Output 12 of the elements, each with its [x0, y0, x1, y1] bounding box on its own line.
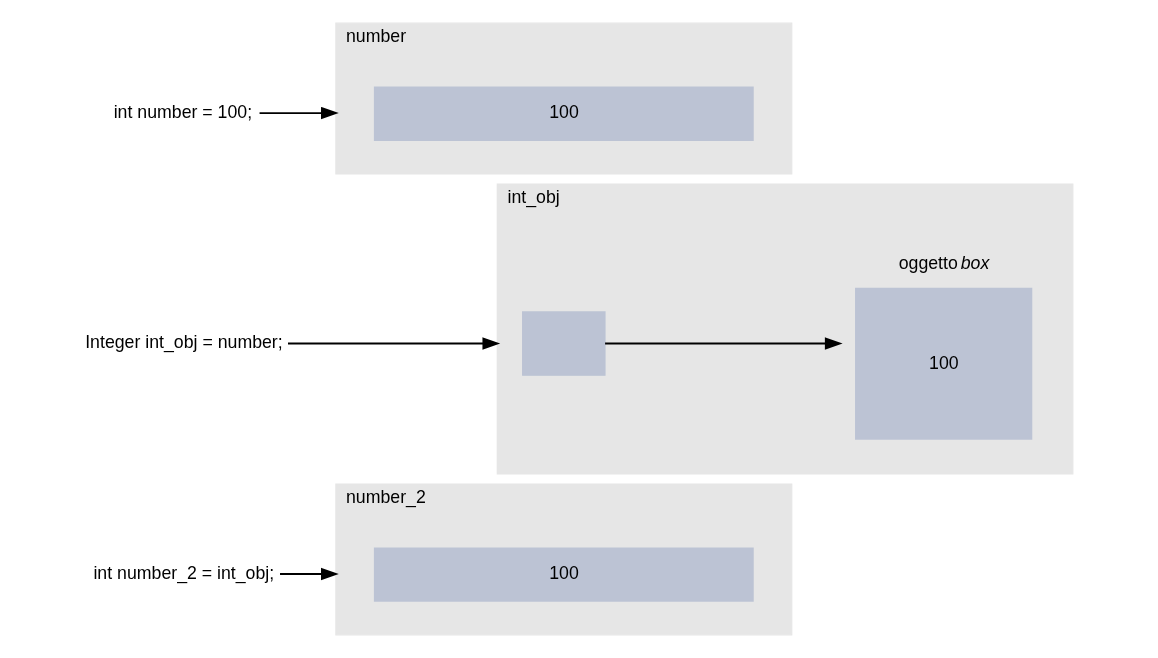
node-text: int number = 100; — [113, 101, 253, 122]
node-box — [522, 311, 606, 376]
arrow — [287, 337, 501, 350]
arrow — [279, 567, 339, 581]
node-text: Integer int_obj = number; — [85, 332, 283, 353]
node-text: int number_2 = int_obj; — [93, 562, 275, 583]
node-box: 100 — [373, 547, 754, 602]
arrow — [258, 106, 339, 120]
node-box: 100 — [855, 287, 1033, 440]
node-label: oggetto box — [898, 253, 990, 274]
node-box: 100 — [373, 86, 754, 141]
arrow — [604, 337, 843, 350]
